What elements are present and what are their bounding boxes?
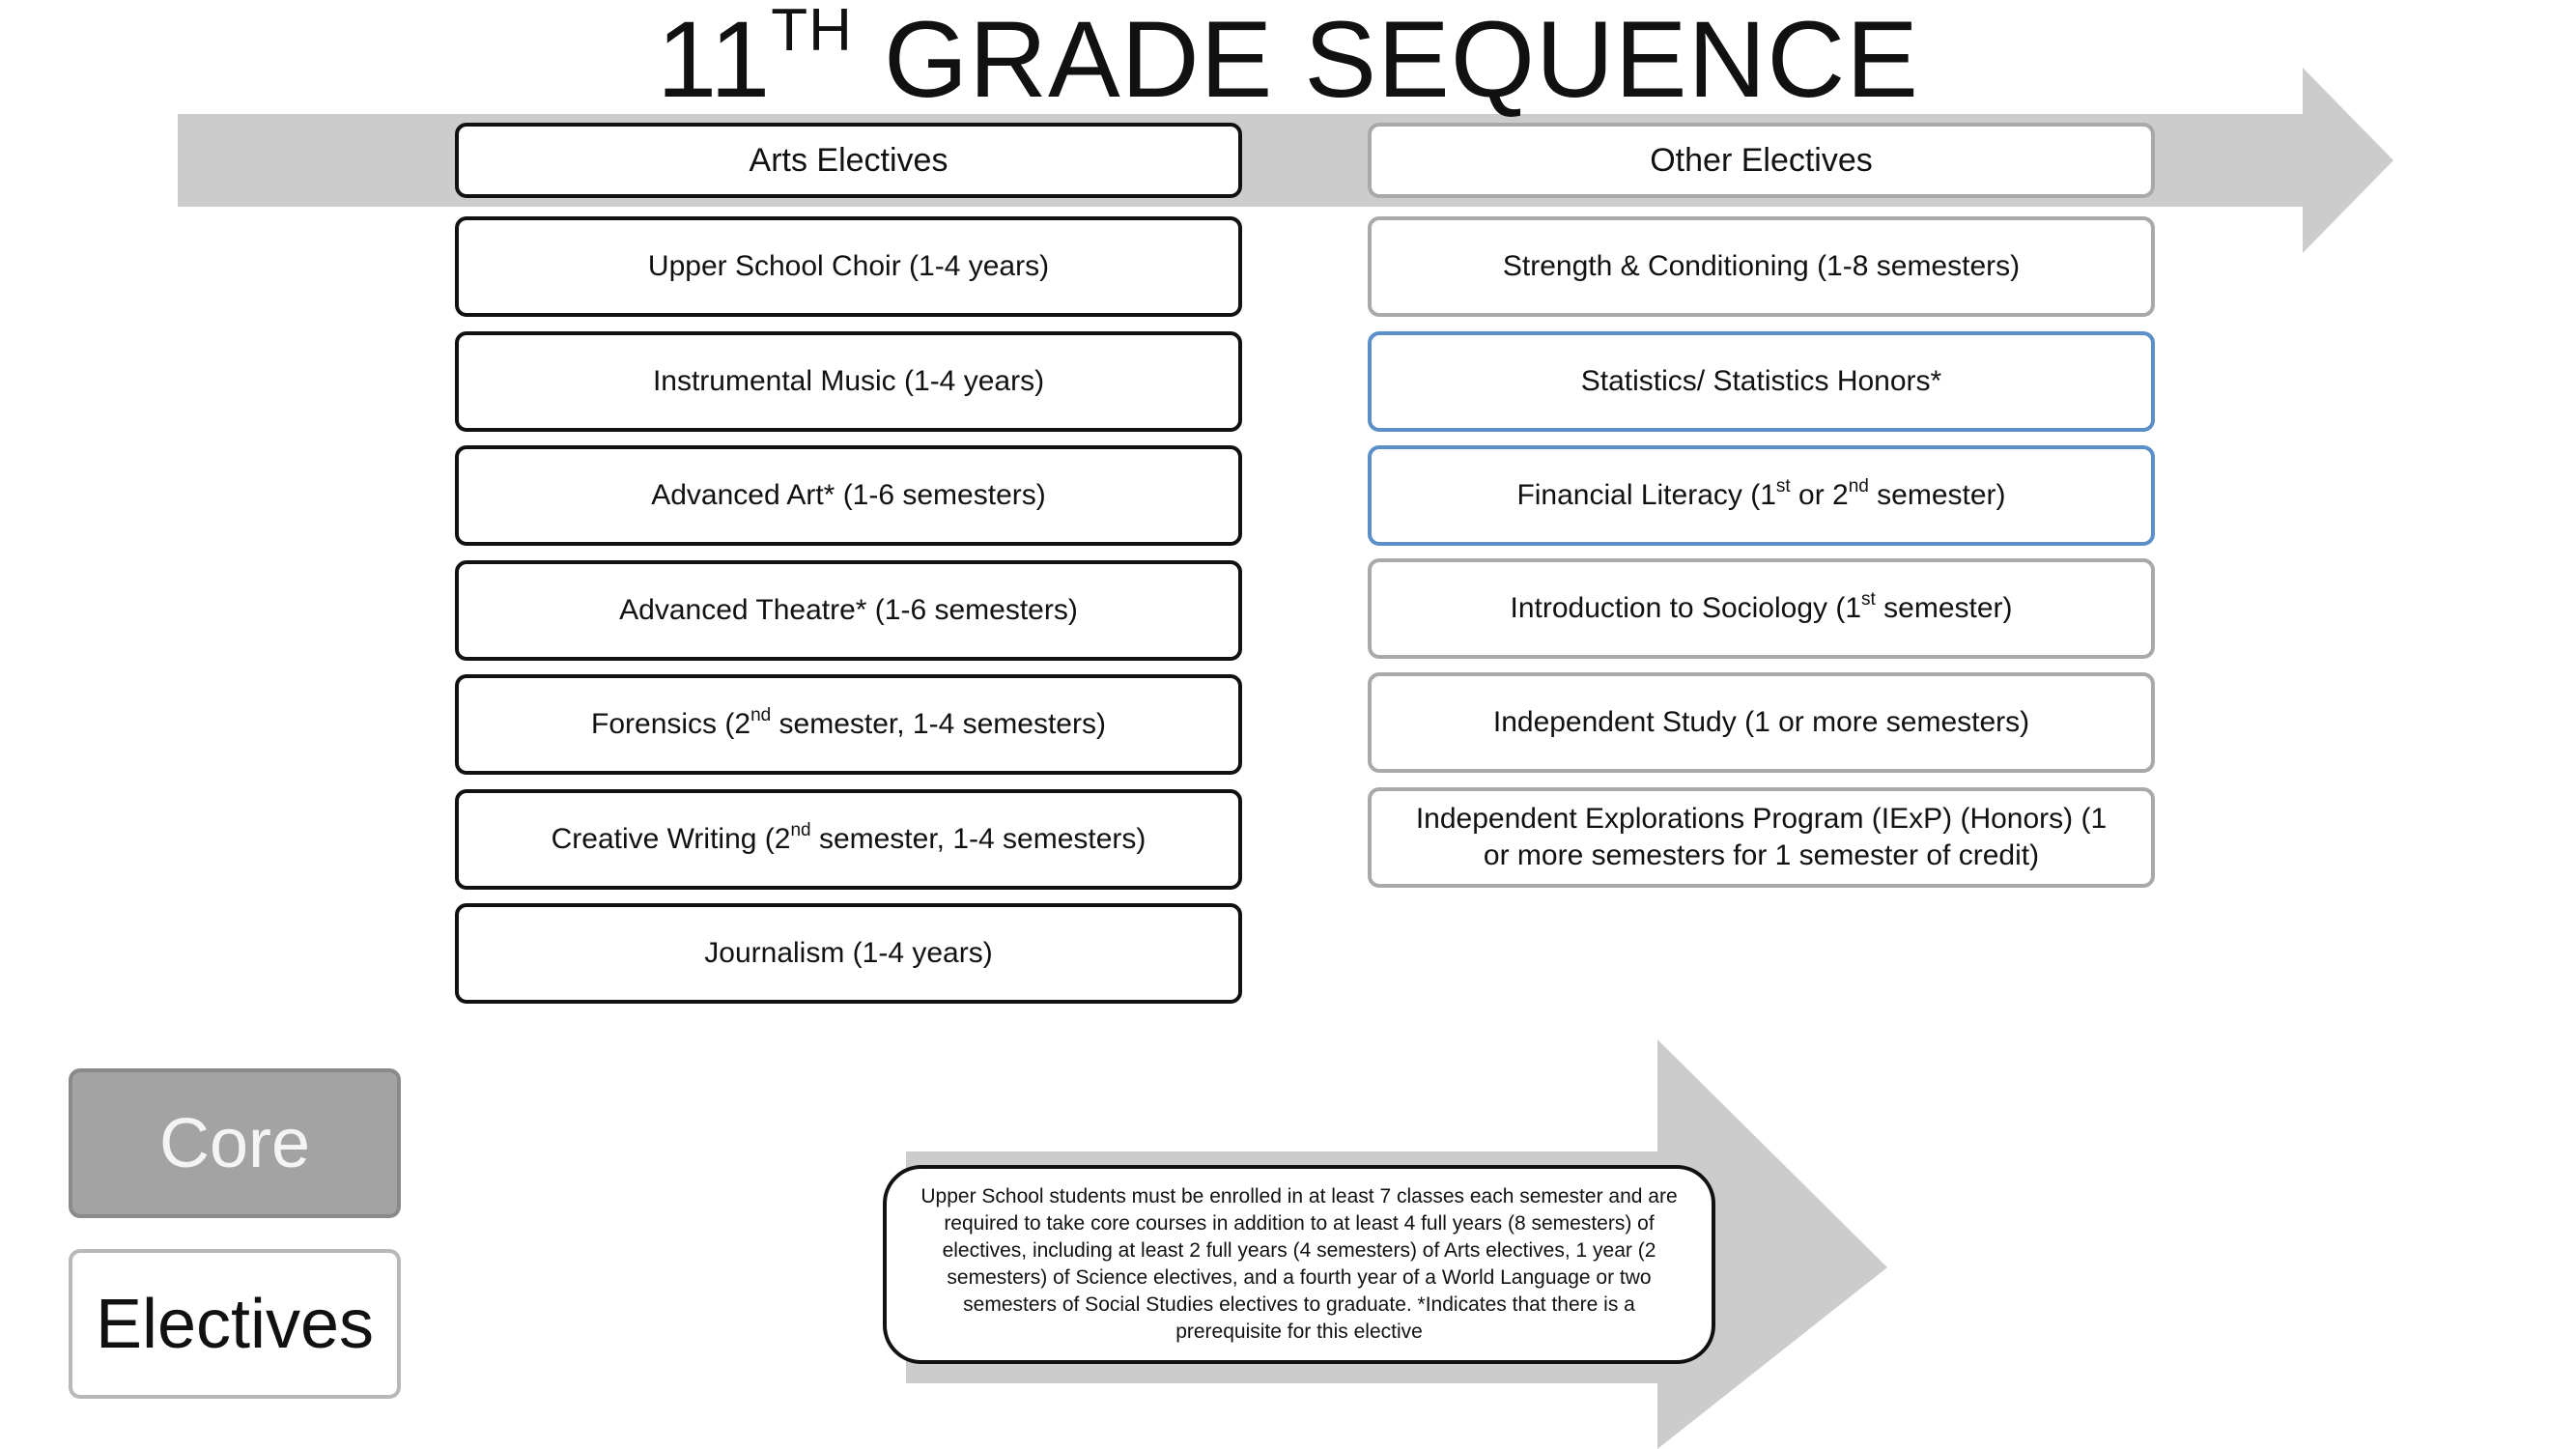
elective-label: Forensics (2nd semester, 1-4 semesters) xyxy=(591,705,1106,740)
ordinal-suffix: nd xyxy=(750,705,772,725)
arts-elective-item: Forensics (2nd semester, 1-4 semesters) xyxy=(455,674,1242,775)
elective-label: Financial Literacy (1st or 2nd semester) xyxy=(1516,476,2006,511)
elective-label: Statistics/ Statistics Honors* xyxy=(1580,365,1942,397)
elective-label: Independent Explorations Program (IExP) … xyxy=(1415,803,2108,871)
other-elective-item: Statistics/ Statistics Honors* xyxy=(1368,331,2155,432)
other-elective-item: Introduction to Sociology (1st semester) xyxy=(1368,558,2155,659)
elective-label: Introduction to Sociology (1st semester) xyxy=(1510,589,2013,624)
other-elective-item: Financial Literacy (1st or 2nd semester) xyxy=(1368,445,2155,546)
arts-electives-header-label: Arts Electives xyxy=(749,142,948,179)
elective-label: Creative Writing (2nd semester, 1-4 seme… xyxy=(551,820,1146,855)
title-number: 11 xyxy=(656,0,772,120)
arts-elective-item: Instrumental Music (1-4 years) xyxy=(455,331,1242,432)
ordinal-suffix: st xyxy=(1861,589,1876,610)
other-electives-header-label: Other Electives xyxy=(1650,142,1873,179)
elective-label: Advanced Art* (1-6 semesters) xyxy=(651,479,1046,511)
top-timeline-arrow xyxy=(178,68,2393,253)
ordinal-suffix: nd xyxy=(1848,476,1869,497)
legend-core-label: Core xyxy=(158,1104,311,1182)
page-title: 11TH GRADE SEQUENCE xyxy=(0,0,2576,120)
elective-label: Journalism (1-4 years) xyxy=(704,937,993,969)
other-electives-header: Other Electives xyxy=(1368,123,2155,198)
graduation-requirements-text: Upper School students must be enrolled i… xyxy=(920,1185,1678,1343)
elective-label: Upper School Choir (1-4 years) xyxy=(647,250,1050,282)
other-elective-item: Independent Study (1 or more semesters) xyxy=(1368,672,2155,773)
elective-label: Advanced Theatre* (1-6 semesters) xyxy=(619,594,1078,626)
title-superscript: TH xyxy=(771,0,853,64)
arts-elective-item: Upper School Choir (1-4 years) xyxy=(455,216,1242,317)
legend-electives: Electives xyxy=(69,1249,401,1399)
arts-elective-item: Advanced Art* (1-6 semesters) xyxy=(455,445,1242,546)
legend-electives-label: Electives xyxy=(95,1285,375,1363)
arts-elective-item: Creative Writing (2nd semester, 1-4 seme… xyxy=(455,789,1242,890)
ordinal-suffix: nd xyxy=(790,820,811,840)
other-elective-item: Independent Explorations Program (IExP) … xyxy=(1368,787,2155,888)
ordinal-suffix: st xyxy=(1775,476,1791,497)
arts-elective-item: Journalism (1-4 years) xyxy=(455,903,1242,1004)
elective-label: Instrumental Music (1-4 years) xyxy=(652,365,1045,397)
arts-electives-header: Arts Electives xyxy=(455,123,1242,198)
title-rest: GRADE SEQUENCE xyxy=(852,0,1920,120)
legend-core: Core xyxy=(69,1068,401,1218)
elective-label: Strength & Conditioning (1-8 semesters) xyxy=(1502,250,2021,282)
elective-label: Independent Study (1 or more semesters) xyxy=(1492,706,2030,738)
arts-elective-item: Advanced Theatre* (1-6 semesters) xyxy=(455,560,1242,661)
graduation-requirements-note: Upper School students must be enrolled i… xyxy=(883,1165,1715,1364)
other-elective-item: Strength & Conditioning (1-8 semesters) xyxy=(1368,216,2155,317)
